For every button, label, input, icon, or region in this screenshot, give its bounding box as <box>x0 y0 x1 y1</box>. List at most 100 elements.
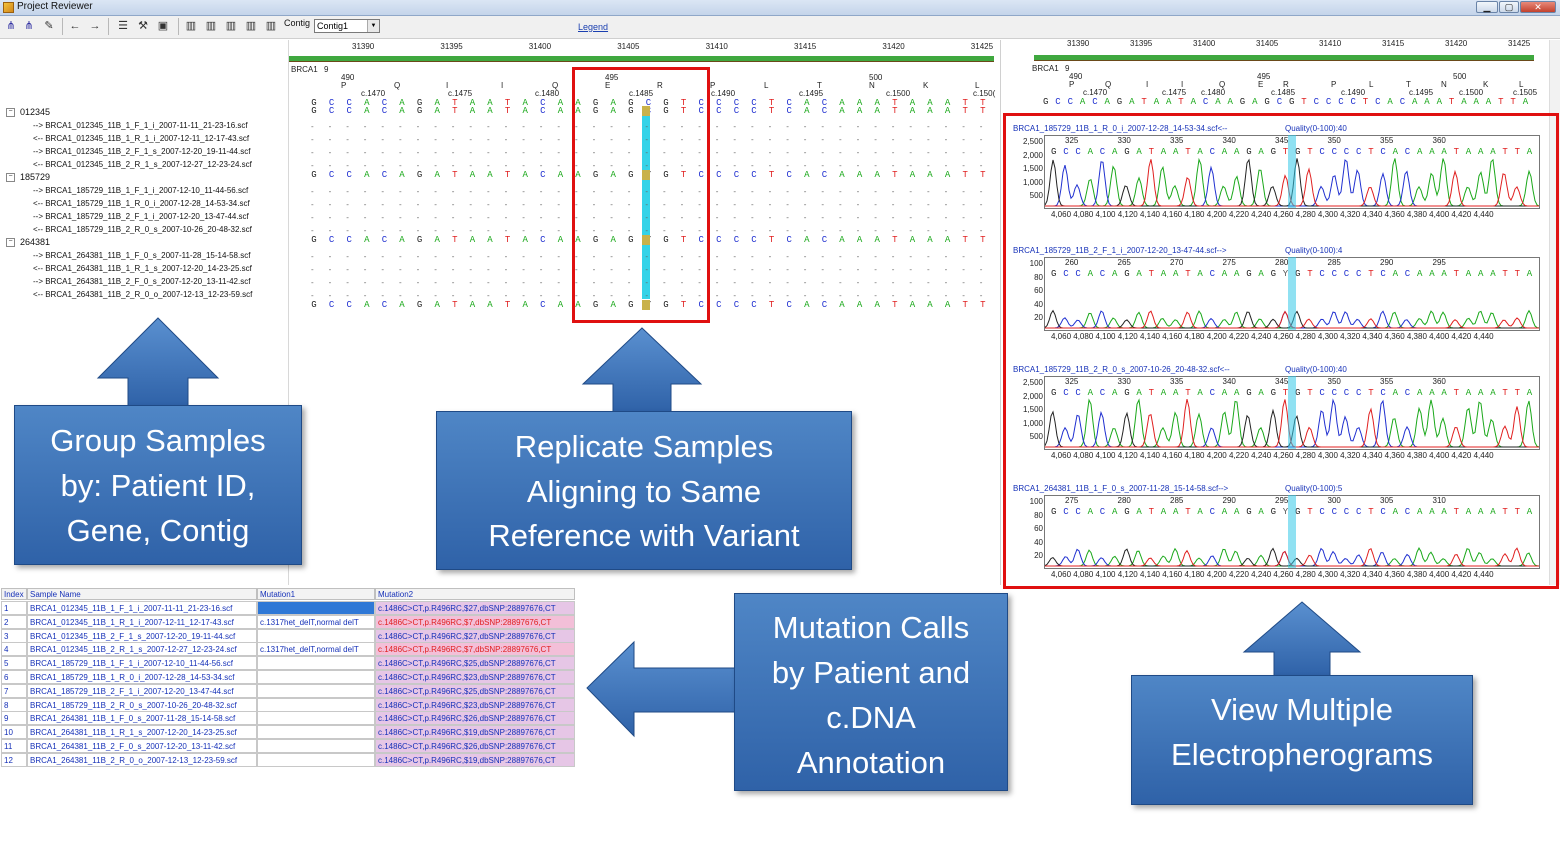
tree-item[interactable]: --> BRCA1_264381_11B_1_F_0_s_2007-11-28_… <box>33 251 251 260</box>
table-cell[interactable]: c.1486C>CT,p.R496RC,$26,dbSNP:28897676,C… <box>375 739 575 753</box>
collapse-icon[interactable]: − <box>6 173 15 183</box>
tree-item[interactable]: --> BRCA1_185729_11B_1_F_1_i_2007-12-10_… <box>33 186 249 195</box>
table-cell[interactable]: 2 <box>1 614 27 629</box>
tree-item[interactable]: <-- BRCA1_264381_11B_2_R_0_o_2007-12-13_… <box>33 290 253 299</box>
table-cell[interactable]: 3 <box>1 628 27 643</box>
tree-item[interactable]: --> BRCA1_012345_11B_2_F_1_s_2007-12-20_… <box>33 147 251 156</box>
save-icon[interactable]: ▣ <box>157 20 169 32</box>
tree-item[interactable]: <-- BRCA1_185729_11B_2_R_0_s_2007-10-26_… <box>33 225 252 234</box>
tree-item[interactable]: <-- BRCA1_012345_11B_2_R_1_s_2007-12-27_… <box>33 160 252 169</box>
layout-icon-5[interactable]: ▥ <box>265 20 277 32</box>
table-cell[interactable]: 1 <box>1 601 27 615</box>
base-call: C <box>1380 507 1386 517</box>
trace-title: BRCA1_264381_11B_1_F_0_s_2007-11-28_15-1… <box>1013 484 1229 493</box>
layout-icon-4[interactable]: ▥ <box>245 20 257 32</box>
table-cell[interactable]: BRCA1_264381_11B_2_F_0_s_2007-12-20_13-1… <box>27 739 257 753</box>
table-cell[interactable]: BRCA1_012345_11B_2_F_1_s_2007-12-20_19-1… <box>27 628 257 643</box>
collapse-icon[interactable]: − <box>6 108 15 118</box>
tree-item[interactable]: --> BRCA1_012345_11B_1_F_1_i_2007-11-11_… <box>33 121 248 130</box>
table-cell[interactable]: c.1486C>CT,p.R496RC,$7,dbSNP:28897676,CT <box>375 614 575 629</box>
table-cell[interactable]: c.1317het_delT,normal delT <box>257 642 375 657</box>
table-cell[interactable]: c.1486C>CT,p.R496RC,$26,dbSNP:28897676,C… <box>375 711 575 726</box>
contig-select[interactable]: Contig1 ▼ <box>314 19 380 33</box>
table-cell[interactable] <box>257 752 375 767</box>
tree-item[interactable]: <-- BRCA1_012345_11B_1_R_1_i_2007-12-11_… <box>33 134 250 143</box>
table-cell[interactable] <box>257 601 375 615</box>
table-cell[interactable]: c.1486C>CT,p.R496RC,$19,dbSNP:28897676,C… <box>375 752 575 767</box>
table-cell[interactable]: 9 <box>1 711 27 726</box>
table-cell[interactable]: 5 <box>1 656 27 671</box>
legend-link[interactable]: Legend <box>578 22 609 32</box>
table-cell[interactable] <box>257 628 375 643</box>
table-cell[interactable]: BRCA1_264381_11B_1_R_1_s_2007-12-20_14-2… <box>27 725 257 740</box>
table-cell[interactable] <box>257 670 375 684</box>
table-cell[interactable]: c.1486C>CT,p.R496RC,$25,dbSNP:28897676,C… <box>375 656 575 671</box>
table-cell[interactable]: BRCA1_012345_11B_1_F_1_i_2007-11-11_21-2… <box>27 601 257 615</box>
alignment-dash: - <box>627 122 631 131</box>
back-arrow-icon[interactable]: ← <box>69 20 81 32</box>
tree-group[interactable]: −264381 <box>6 237 50 248</box>
tree-item[interactable]: <-- BRCA1_185729_11B_1_R_0_i_2007-12-28_… <box>33 199 250 208</box>
ruler-label: 31400 <box>528 42 552 51</box>
reference-base: C <box>540 106 546 116</box>
tree-item[interactable]: <-- BRCA1_264381_11B_1_R_1_s_2007-12-20_… <box>33 264 252 273</box>
table-cell[interactable]: c.1317het_delT,normal delT <box>257 614 375 629</box>
tree-icon[interactable]: ⋔ <box>6 20 16 32</box>
table-cell[interactable]: 12 <box>1 752 27 767</box>
table-cell[interactable]: BRCA1_264381_11B_2_R_0_o_2007-12-13_12-2… <box>27 752 257 767</box>
alignment-dash: - <box>909 213 913 222</box>
table-cell[interactable]: 6 <box>1 670 27 684</box>
layout-icon-2[interactable]: ▥ <box>205 20 217 32</box>
table-cell[interactable]: BRCA1_185729_11B_2_R_0_s_2007-10-26_20-4… <box>27 697 257 712</box>
table-cell[interactable]: BRCA1_264381_11B_1_F_0_s_2007-11-28_15-1… <box>27 711 257 726</box>
list-icon[interactable]: ☰ <box>118 20 128 32</box>
minimize-button[interactable]: ▁ <box>1476 1 1498 13</box>
table-cell[interactable] <box>257 656 375 671</box>
table-cell[interactable]: 11 <box>1 739 27 753</box>
table-cell[interactable]: 8 <box>1 697 27 712</box>
chevron-down-icon[interactable]: ▼ <box>367 20 379 32</box>
tree-item[interactable]: --> BRCA1_264381_11B_2_F_0_s_2007-12-20_… <box>33 277 251 286</box>
tools-icon[interactable]: ⚒ <box>138 20 148 32</box>
table-cell[interactable]: 4 <box>1 642 27 657</box>
table-cell[interactable]: c.1486C>CT,p.R496RC,$27,dbSNP:28897676,C… <box>375 628 575 643</box>
scan-tick-label: 350 <box>1327 377 1341 386</box>
layout-icon-1[interactable]: ▥ <box>185 20 197 32</box>
table-cell[interactable] <box>257 683 375 698</box>
maximize-button[interactable]: ▢ <box>1499 1 1519 13</box>
close-button[interactable]: ✕ <box>1520 1 1556 13</box>
collapse-icon[interactable]: − <box>6 238 15 248</box>
layout-icon-3[interactable]: ▥ <box>225 20 237 32</box>
table-cell[interactable] <box>257 739 375 753</box>
reference-base: C <box>346 106 352 116</box>
table-cell[interactable] <box>257 711 375 726</box>
table-cell[interactable]: BRCA1_185729_11B_1_F_1_i_2007-12-10_11-4… <box>27 656 257 671</box>
table-cell[interactable] <box>257 697 375 712</box>
table-cell[interactable]: c.1486C>CT,p.R496RC,$27,dbSNP:28897676,C… <box>375 601 575 615</box>
table-cell[interactable]: BRCA1_185729_11B_2_F_1_i_2007-12-20_13-4… <box>27 683 257 698</box>
table-cell[interactable]: 7 <box>1 683 27 698</box>
table-cell[interactable]: c.1486C>CT,p.R496RC,$7,dbSNP:28897676,CT <box>375 642 575 657</box>
table-cell[interactable]: BRCA1_012345_11B_1_R_1_i_2007-12-11_12-1… <box>27 614 257 629</box>
vertical-scrollbar[interactable] <box>1549 40 1560 585</box>
table-cell[interactable]: BRCA1_185729_11B_1_R_0_i_2007-12-28_14-5… <box>27 670 257 684</box>
amino-acid-label: K <box>1483 80 1489 89</box>
alignment-dash: - <box>416 291 420 300</box>
pencil-icon[interactable]: ✎ <box>44 20 54 32</box>
tree-group[interactable]: −012345 <box>6 107 50 118</box>
alignment-dash: - <box>328 226 332 235</box>
table-cell[interactable] <box>257 725 375 740</box>
table-cell[interactable]: c.1486C>CT,p.R496RC,$23,dbSNP:28897676,C… <box>375 697 575 712</box>
alignment-dash: - <box>627 291 631 300</box>
table-cell[interactable]: c.1486C>CT,p.R496RC,$19,dbSNP:28897676,C… <box>375 725 575 740</box>
table-cell[interactable]: c.1486C>CT,p.R496RC,$23,dbSNP:28897676,C… <box>375 670 575 684</box>
table-cell[interactable]: c.1486C>CT,p.R496RC,$25,dbSNP:28897676,C… <box>375 683 575 698</box>
forward-arrow-icon[interactable]: → <box>89 20 101 32</box>
tree-item[interactable]: --> BRCA1_185729_11B_2_F_1_i_2007-12-20_… <box>33 212 249 221</box>
tree-group[interactable]: −185729 <box>6 172 50 183</box>
table-cell[interactable]: BRCA1_012345_11B_2_R_1_s_2007-12-27_12-2… <box>27 642 257 657</box>
branch-icon[interactable]: ⋔ <box>24 20 34 32</box>
table-cell[interactable]: 10 <box>1 725 27 740</box>
